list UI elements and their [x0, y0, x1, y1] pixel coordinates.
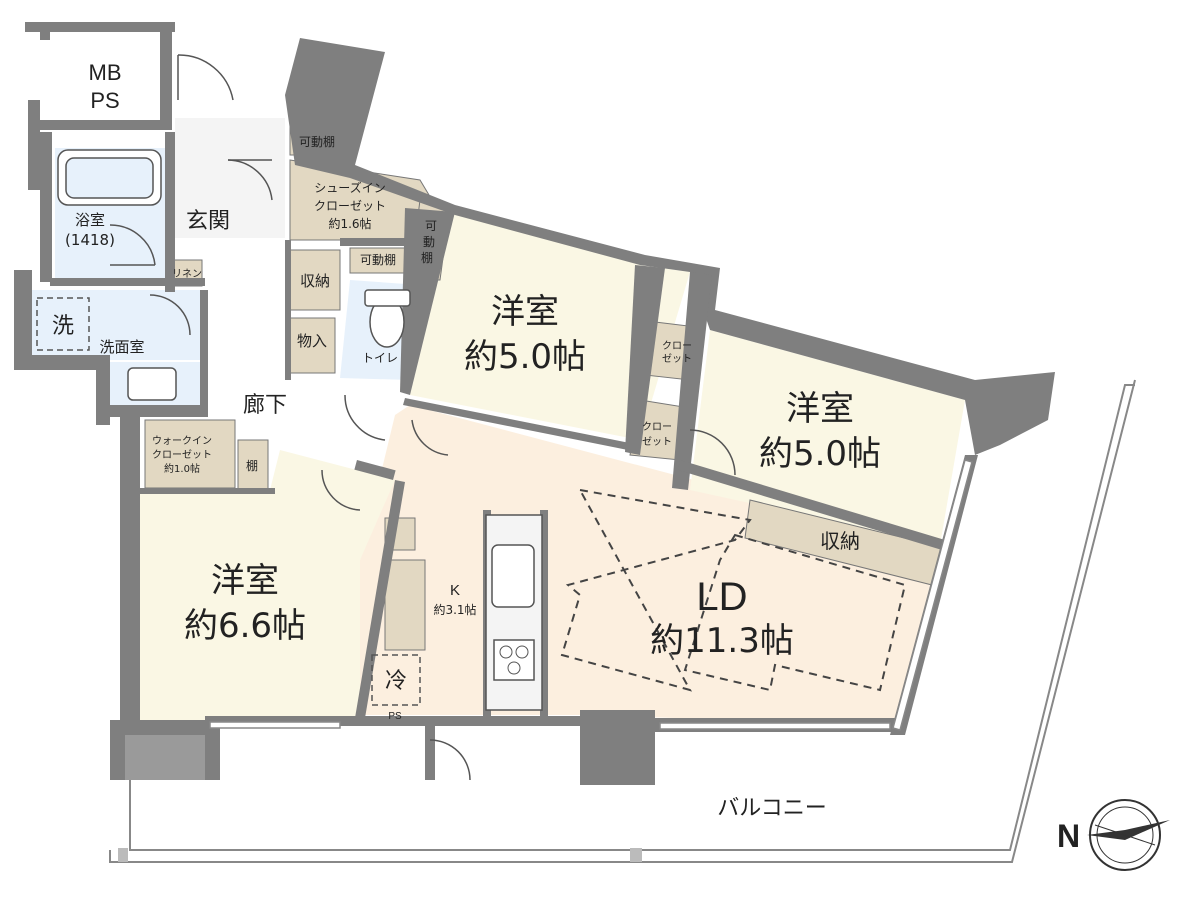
bathroom-label-2: (1418) [65, 231, 115, 249]
closet-b-label-1: クロー [642, 421, 672, 433]
ld-name: LD [696, 575, 747, 619]
wic-shelf-label: 棚 [246, 458, 258, 473]
kitchen-counter [485, 514, 543, 711]
shelf-top-label: 可動棚 [299, 134, 335, 149]
bedroom2-size: 約5.0帖 [759, 434, 881, 474]
bathroom-label-1: 浴室 [75, 211, 105, 229]
bedroom3-name: 洋室 [211, 561, 279, 601]
kitchen-size: 約3.1帖 [433, 602, 476, 617]
balcony-label: バルコニー [717, 796, 827, 821]
fridge-label: 冷 [385, 669, 407, 694]
shelf-mid-label: 可動棚 [360, 252, 396, 267]
fixtures [36, 149, 421, 706]
toilet-label: トイレ [362, 351, 398, 365]
shoes-closet-label-1: シューズイン [314, 180, 385, 195]
shelf-vert-label-3: 棚 [421, 250, 433, 265]
washroom-label: 洗面室 [99, 338, 144, 356]
compass-north-label: N [1057, 818, 1080, 854]
bedroom3-size: 約6.6帖 [184, 606, 306, 646]
mbps-label-1: MB [89, 60, 122, 85]
hallway-label: 廊下 [243, 393, 287, 418]
closet-b-label-2: ゼット [642, 436, 672, 448]
windows [209, 459, 973, 731]
linen-label: リネン [172, 268, 202, 280]
closet-a-label-2: ゼット [662, 353, 692, 365]
shoes-closet-label-2: クローゼット [314, 199, 386, 213]
doors [109, 54, 736, 781]
wic-label-3: 約1.0帖 [164, 462, 200, 475]
labels: MB PS 玄関 浴室 (1418) リネン 洗 洗面室 可動棚 シューズイン … [52, 60, 881, 821]
kitchen-name: K [450, 582, 460, 599]
washer-label: 洗 [52, 314, 74, 339]
wic-label-1: ウォークイン [152, 435, 212, 447]
bedroom2-name: 洋室 [786, 389, 854, 429]
wic-label-2: クローゼット [152, 449, 212, 461]
ld-size: 約11.3帖 [650, 621, 794, 661]
compass-icon: N [1057, 799, 1170, 871]
bedroom1-size: 約5.0帖 [464, 337, 586, 377]
shelf-vert-label-1: 可 [425, 219, 437, 233]
storage-small-label: 収納 [300, 272, 330, 290]
walls [14, 22, 1055, 785]
balcony [109, 379, 1136, 863]
bedroom1-name: 洋室 [491, 292, 559, 332]
entrance-label: 玄関 [186, 209, 230, 234]
mbps-label-2: PS [90, 88, 119, 113]
ps-small-label: PS [388, 711, 402, 722]
ld-storage-label: 収納 [820, 529, 860, 553]
shelf-vert-label-2: 動 [423, 235, 435, 249]
closet-a-label-1: クロー [662, 340, 692, 352]
shoes-closet-label-3: 約1.6帖 [328, 216, 371, 231]
storeroom-label: 物入 [297, 332, 327, 350]
ld-dashed-outline [560, 488, 907, 692]
